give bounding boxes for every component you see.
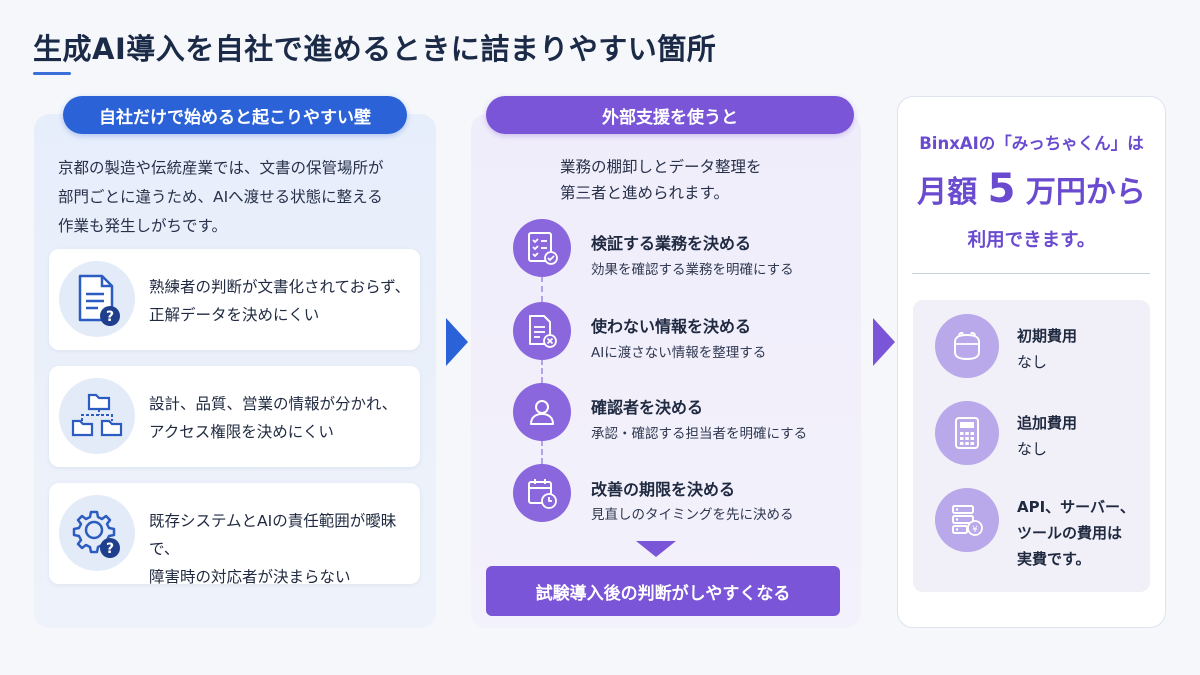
svg-text:?: ? (106, 541, 114, 557)
price-intro: BinxAIの「みっちゃくん」は (919, 134, 1144, 153)
gear-question-icon: ? (59, 495, 135, 571)
middle-pill-heading: 外部支援を使うと (486, 96, 854, 134)
left-pill-heading: 自社だけで始めると起こりやすい壁 (63, 96, 407, 134)
step-1-title: 検証する業務を決める (591, 234, 752, 253)
step-3-title: 確認者を決める (591, 398, 704, 417)
step-3-desc: 承認・確認する担当者を明確にする (591, 426, 808, 442)
step-4-title: 改善の期限を決める (591, 480, 736, 499)
step-connector (541, 276, 543, 302)
document-question-icon: ? (59, 261, 135, 337)
svg-text:¥: ¥ (972, 525, 978, 535)
document-cross-icon (513, 302, 571, 360)
calendar-clock-icon (513, 464, 571, 522)
problem-card-3: ? 既存システムとAIの責任範囲が曖昧で、 障害時の対応者が決まらない (49, 483, 420, 586)
price-suffix: 利用できます。 (967, 230, 1096, 251)
calculator-icon (935, 401, 999, 465)
checklist-icon (513, 219, 571, 277)
step-connector (541, 359, 543, 383)
middle-intro-text: 業務の棚卸しとデータ整理を 第三者と進められます。 (560, 158, 762, 202)
problem-card-2: 設計、品質、営業の情報が分かれ、 アクセス権限を決めにくい (49, 366, 420, 467)
problem-card-1: ? 熟練者の判断が文書化されておらず、 正解データを決めにくい (49, 249, 420, 350)
divider (912, 273, 1150, 274)
step-4-desc: 見直しのタイミングを先に決める (591, 507, 794, 523)
variable-cost: API、サーバー、 ツールの費用は 実費です。 (1017, 498, 1135, 568)
arrow-right-icon (873, 318, 895, 366)
folder-network-icon (59, 378, 135, 454)
step-2-title: 使わない情報を決める (591, 317, 752, 336)
step-1-desc: 効果を確認する業務を明確にする (591, 262, 794, 278)
left-intro-text: 京都の製造や伝統産業では、文書の保管場所が 部門ごとに違うため、AIへ渡せる状態… (58, 159, 384, 235)
arrow-right-icon (446, 318, 468, 366)
initial-cost: 初期費用 なし (1017, 327, 1078, 371)
step-connector (541, 440, 543, 464)
price-amount: 月額 5 万円から (917, 166, 1146, 212)
svg-text:?: ? (106, 309, 114, 325)
step-2-desc: AIに渡さない情報を整理する (591, 345, 767, 361)
additional-cost: 追加費用 なし (1017, 414, 1078, 458)
server-coin-icon: ¥ (935, 488, 999, 552)
arrow-down-icon (636, 541, 676, 557)
title-underline (33, 72, 71, 75)
result-banner: 試験導入後の判断がしやすくなる (486, 566, 840, 616)
wallet-icon (935, 314, 999, 378)
page-title: 生成AI導入を自社で進めるときに詰まりやすい箇所 (33, 32, 717, 66)
person-icon (513, 383, 571, 441)
